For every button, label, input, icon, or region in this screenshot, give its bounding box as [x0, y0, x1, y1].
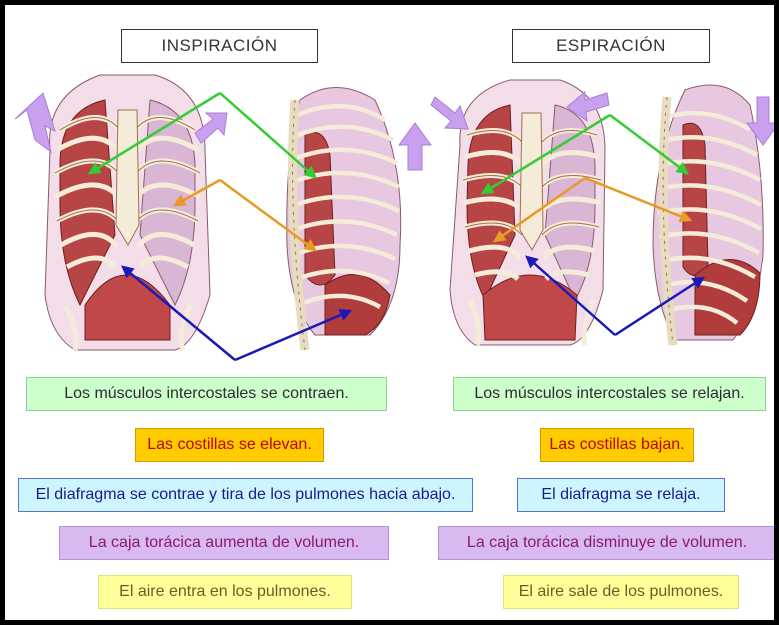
diagram-frame: INSPIRACIÓN ESPIRACIÓN Los músculos inte… — [4, 4, 775, 621]
title-espiracion: ESPIRACIÓN — [512, 29, 710, 63]
label-inspiration-ribs: Las costillas se elevan. — [135, 428, 324, 462]
motion-arrow-up-left-icon — [15, 93, 55, 152]
label-expiration-ribs: Las costillas bajan. — [540, 428, 694, 462]
label-expiration-ribcage-volume: La caja torácica disminuye de volumen. — [438, 526, 775, 560]
motion-arrow-up-icon — [399, 123, 431, 170]
label-expiration-intercostals: Los músculos intercostales se relajan. — [453, 377, 766, 411]
expiration-side-ribcage — [653, 85, 763, 345]
inspiration-front-ribcage — [45, 75, 210, 350]
label-inspiration-intercostals: Los músculos intercostales se contraen. — [26, 377, 387, 411]
label-inspiration-diaphragm: El diafragma se contrae y tira de los pu… — [18, 478, 473, 512]
motion-arrow-down-right-icon — [431, 97, 468, 129]
inspiration-side-ribcage — [287, 88, 401, 351]
label-expiration-diaphragm: El diafragma se relaja. — [517, 478, 725, 512]
label-expiration-air: El aire sale de los pulmones. — [503, 575, 739, 609]
label-inspiration-ribcage-volume: La caja torácica aumenta de volumen. — [59, 526, 389, 560]
title-inspiracion: INSPIRACIÓN — [121, 29, 318, 63]
label-inspiration-air: El aire entra en los pulmones. — [98, 575, 352, 609]
